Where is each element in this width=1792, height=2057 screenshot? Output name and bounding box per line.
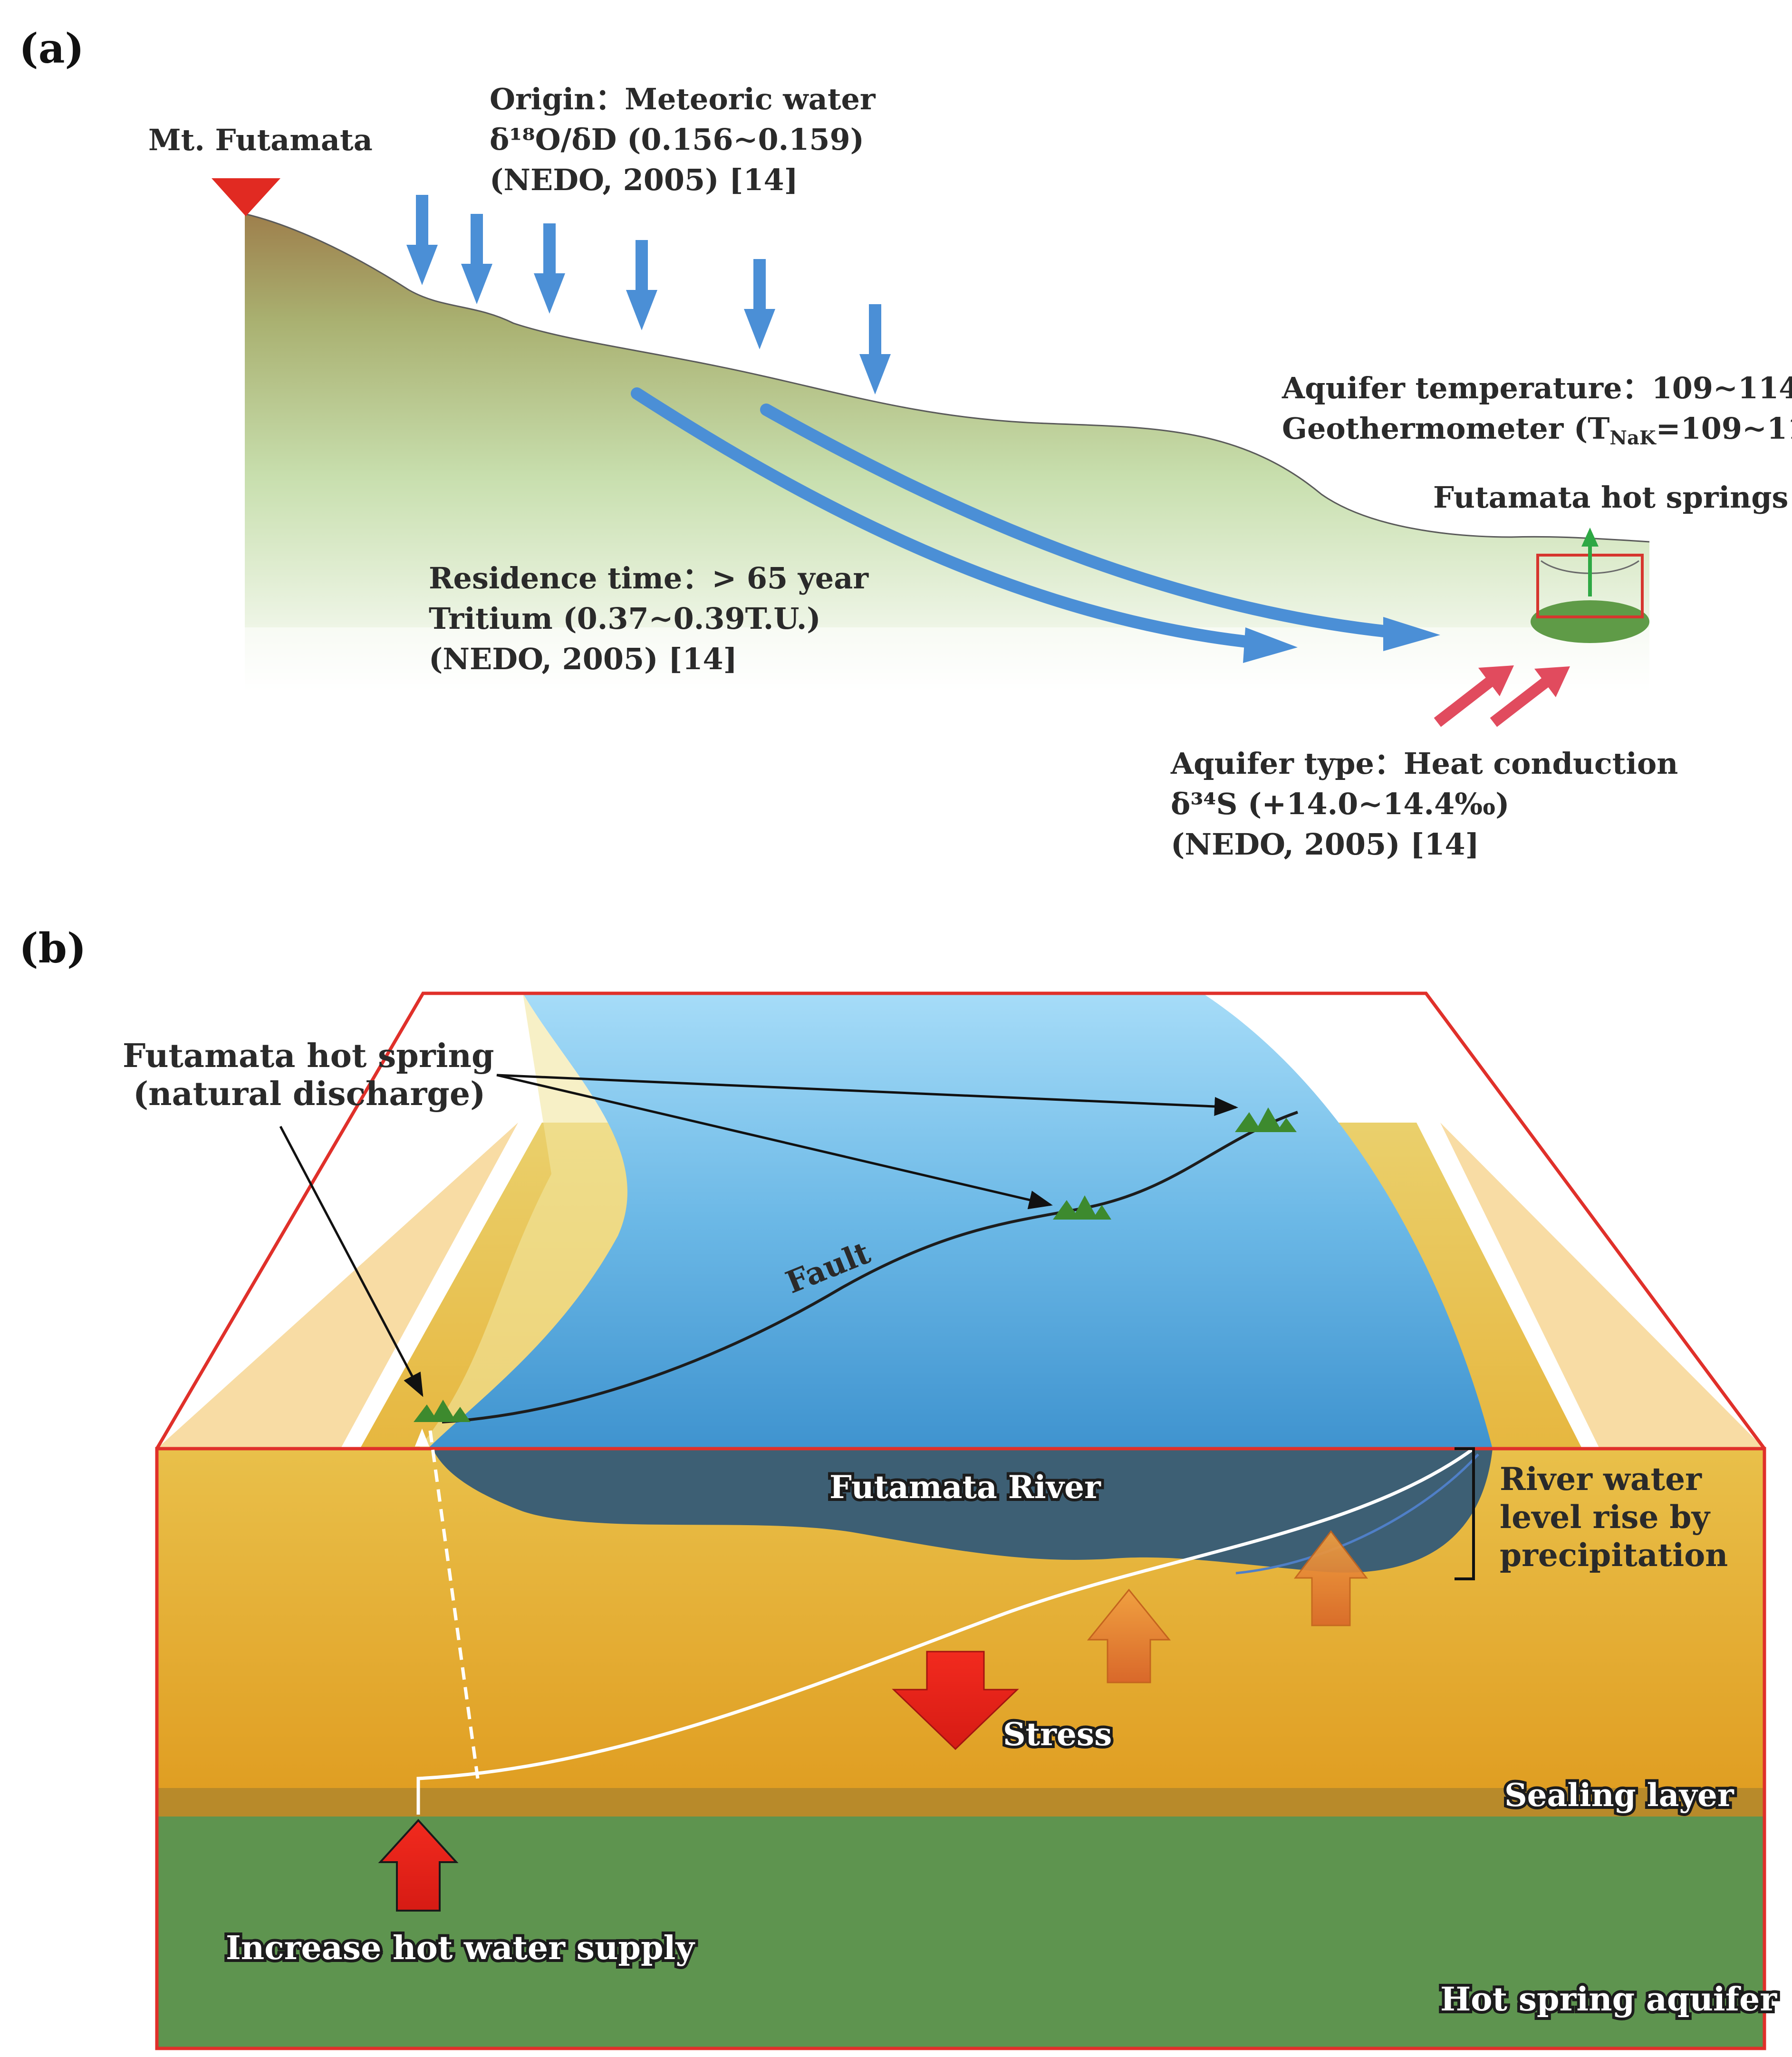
up-arrow-icon xyxy=(1087,1588,1171,1683)
heat-conduction-arrows xyxy=(1434,665,1570,727)
river-cross-section xyxy=(433,1449,1493,1573)
river-label: Futamata River xyxy=(829,1469,1101,1506)
groundwater-flow-arrows xyxy=(631,387,1440,663)
down-arrow-icon xyxy=(859,304,891,394)
down-arrow-icon xyxy=(461,214,492,304)
hot-water-path xyxy=(414,1428,1475,1815)
origin-line-2: δ¹⁸O/δD (0.156∼0.159) xyxy=(490,122,864,157)
residence-line-2: Tritium (0.37∼0.39T.U.) xyxy=(429,601,821,636)
temperature-annotation: Aquifer temperature：109∼114°C Geothermom… xyxy=(1281,371,1792,449)
ground-surface-line xyxy=(244,213,1650,543)
mountain-label: Mt. Futamata xyxy=(148,123,373,157)
rainfall-arrows xyxy=(406,195,891,394)
residence-line-3: (NEDO, 2005) [14] xyxy=(429,642,737,676)
temperature-line-2: Geothermometer (TNaK=109∼114) xyxy=(1282,411,1792,449)
tree-icon xyxy=(1235,1107,1297,1132)
aquifer-type-line-1: Aquifer type：Heat conduction xyxy=(1170,746,1678,781)
stress-label: Stress xyxy=(1003,1716,1112,1753)
river-rise-line-3: precipitation xyxy=(1500,1537,1728,1574)
up-arrow-icon xyxy=(1293,1530,1368,1626)
origin-line-1: Origin：Meteoric water xyxy=(490,82,876,116)
fault-line xyxy=(442,1111,1298,1423)
hot-springs-label: Futamata hot springs xyxy=(1433,480,1788,515)
river-rise-line-2: level rise by xyxy=(1500,1499,1711,1536)
up-arrow-icon xyxy=(1581,528,1599,596)
hot-spring-pool xyxy=(1531,528,1649,643)
sealing-layer xyxy=(157,1788,1764,1817)
hot-spring-line-1: Futamata hot spring xyxy=(123,1037,494,1075)
aquifer-type-line-2: δ³⁴S (+14.0∼14.4‰) xyxy=(1171,787,1509,821)
left-sand-lobe xyxy=(418,993,627,1449)
panel-b-label: (b) xyxy=(19,924,87,972)
up-arrow-icon xyxy=(378,1819,459,1912)
aquifer-label: Hot spring aquifer xyxy=(1440,1980,1777,2019)
residence-annotation: Residence time：> 65 year Tritium (0.37∼0… xyxy=(429,561,869,676)
down-arrow-icon xyxy=(744,259,775,349)
river-rise-annotation: River water level rise by precipitation xyxy=(1500,1461,1728,1574)
down-arrow-icon xyxy=(406,195,438,285)
rising-water-line xyxy=(1235,1453,1479,1575)
level-rise-bracket xyxy=(1455,1447,1475,1580)
hot-spring-annotation: Futamata hot spring (natural discharge) xyxy=(123,1037,494,1113)
down-arrow-icon xyxy=(534,223,565,314)
residence-line-1: Residence time：> 65 year xyxy=(429,561,869,596)
sealing-layer-label: Sealing layer xyxy=(1504,1777,1734,1814)
origin-annotation: Origin：Meteoric water δ¹⁸O/δD (0.156∼0.1… xyxy=(490,82,876,197)
supply-label: Increase hot water supply xyxy=(226,1929,695,1967)
down-arrow-icon xyxy=(892,1651,1019,1750)
slope-fade xyxy=(238,627,1664,708)
tree-icon xyxy=(414,1400,471,1422)
triangle-marker-icon xyxy=(212,178,280,216)
block-frame xyxy=(155,991,1766,2050)
down-arrow-icon xyxy=(626,240,657,330)
river-rise-line-1: River water xyxy=(1500,1461,1702,1498)
origin-line-3: (NEDO, 2005) [14] xyxy=(490,163,798,197)
hot-spring-line-2: (natural discharge) xyxy=(133,1075,485,1113)
temperature-line-1: Aquifer temperature：109∼114°C xyxy=(1281,371,1792,405)
tree-icon xyxy=(1053,1195,1111,1220)
pointer-arrows xyxy=(279,1074,1238,1397)
hillslope-cross-section xyxy=(245,214,1649,694)
aquifer-type-line-3: (NEDO, 2005) [14] xyxy=(1171,827,1479,862)
panel-a-label: (a) xyxy=(19,25,84,73)
aquifer-type-annotation: Aquifer type：Heat conduction δ³⁴S (+14.0… xyxy=(1170,746,1678,862)
